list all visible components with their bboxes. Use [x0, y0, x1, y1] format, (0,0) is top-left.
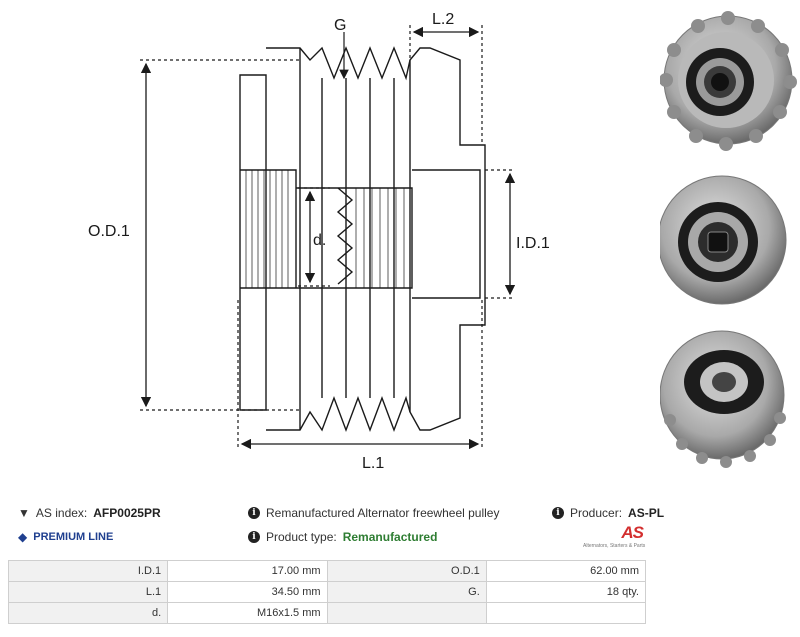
- producer: i Producer: AS-PL: [552, 506, 664, 520]
- description-text: Remanufactured Alternator freewheel pull…: [266, 506, 500, 520]
- premium-line: ◆ PREMIUM LINE: [18, 530, 113, 544]
- as-index-value: AFP0025PR: [93, 506, 161, 520]
- thread-lines: [355, 188, 405, 288]
- technical-drawing: G L.2 O.D.1 d. I.D.1 L.1: [88, 11, 550, 472]
- specs-table: I.D.1 17.00 mm O.D.1 62.00 mm L.1 34.50 …: [7, 560, 647, 624]
- spec-value: 62.00 mm: [485, 560, 647, 582]
- product-type: i Product type: Remanufactured: [248, 530, 437, 544]
- spec-label: L.1: [7, 581, 169, 603]
- label-od1: O.D.1: [88, 223, 130, 240]
- premium-line-label: PREMIUM LINE: [33, 531, 114, 543]
- as-pl-logo: AS Alternators, Starters & Parts: [583, 523, 653, 553]
- tag-icon: ▼: [18, 506, 30, 520]
- product-type-label: Product type:: [266, 530, 337, 544]
- pulley-photo-rear: [660, 330, 786, 468]
- label-d: d.: [313, 232, 326, 249]
- spec-label: G.: [326, 581, 487, 603]
- producer-label: Producer:: [570, 506, 623, 520]
- product-type-value: Remanufactured: [342, 530, 438, 544]
- logo-mark: AS: [621, 523, 644, 542]
- table-row: L.1 34.50 mm G. 18 qty.: [7, 581, 647, 603]
- spec-value: 18 qty.: [485, 581, 647, 603]
- product-info: ▼ AS index: AFP0025PR ◆ PREMIUM LINE i R…: [0, 500, 800, 560]
- spec-label: [326, 602, 487, 624]
- table-row: d. M16x1.5 mm: [7, 602, 647, 624]
- producer-value: AS-PL: [628, 506, 665, 520]
- pulley-photo-face: [660, 175, 787, 305]
- l1-extension-lines: [237, 300, 483, 448]
- d-extension-lines: [298, 187, 330, 287]
- spline-lines: [245, 170, 289, 288]
- spec-value: [485, 602, 647, 624]
- pulley-photo-front: [660, 11, 797, 151]
- as-index-label: AS index:: [35, 506, 88, 520]
- groove-lines: [299, 48, 411, 430]
- pulley-outline: [266, 46, 486, 432]
- label-l1: L.1: [362, 455, 384, 472]
- spec-label: I.D.1: [7, 560, 169, 582]
- spec-label: d.: [7, 602, 169, 624]
- label-l2: L.2: [432, 11, 454, 28]
- hub-outline: [239, 74, 267, 411]
- info-icon: i: [248, 531, 260, 543]
- bore-section: [240, 169, 481, 299]
- spec-value: 34.50 mm: [167, 581, 328, 603]
- spec-label: O.D.1: [326, 560, 487, 582]
- spec-value: M16x1.5 mm: [167, 602, 328, 624]
- info-icon: i: [248, 507, 260, 519]
- logo-subtext: Alternators, Starters & Parts: [583, 543, 646, 549]
- as-index: ▼ AS index: AFP0025PR: [18, 506, 161, 520]
- diamond-icon: ◆: [18, 530, 28, 544]
- label-id1: I.D.1: [516, 235, 550, 252]
- info-icon: i: [552, 507, 564, 519]
- table-row: I.D.1 17.00 mm O.D.1 62.00 mm: [7, 560, 647, 582]
- thread-zigzag: [336, 187, 354, 285]
- product-photos: [660, 11, 797, 468]
- spec-value: 17.00 mm: [167, 560, 328, 582]
- id1-extension-lines: [485, 169, 515, 299]
- od1-extension-lines: [140, 59, 300, 411]
- l2-extension-lines: [409, 25, 483, 145]
- description: i Remanufactured Alternator freewheel pu…: [248, 506, 499, 520]
- label-g: G: [334, 17, 346, 34]
